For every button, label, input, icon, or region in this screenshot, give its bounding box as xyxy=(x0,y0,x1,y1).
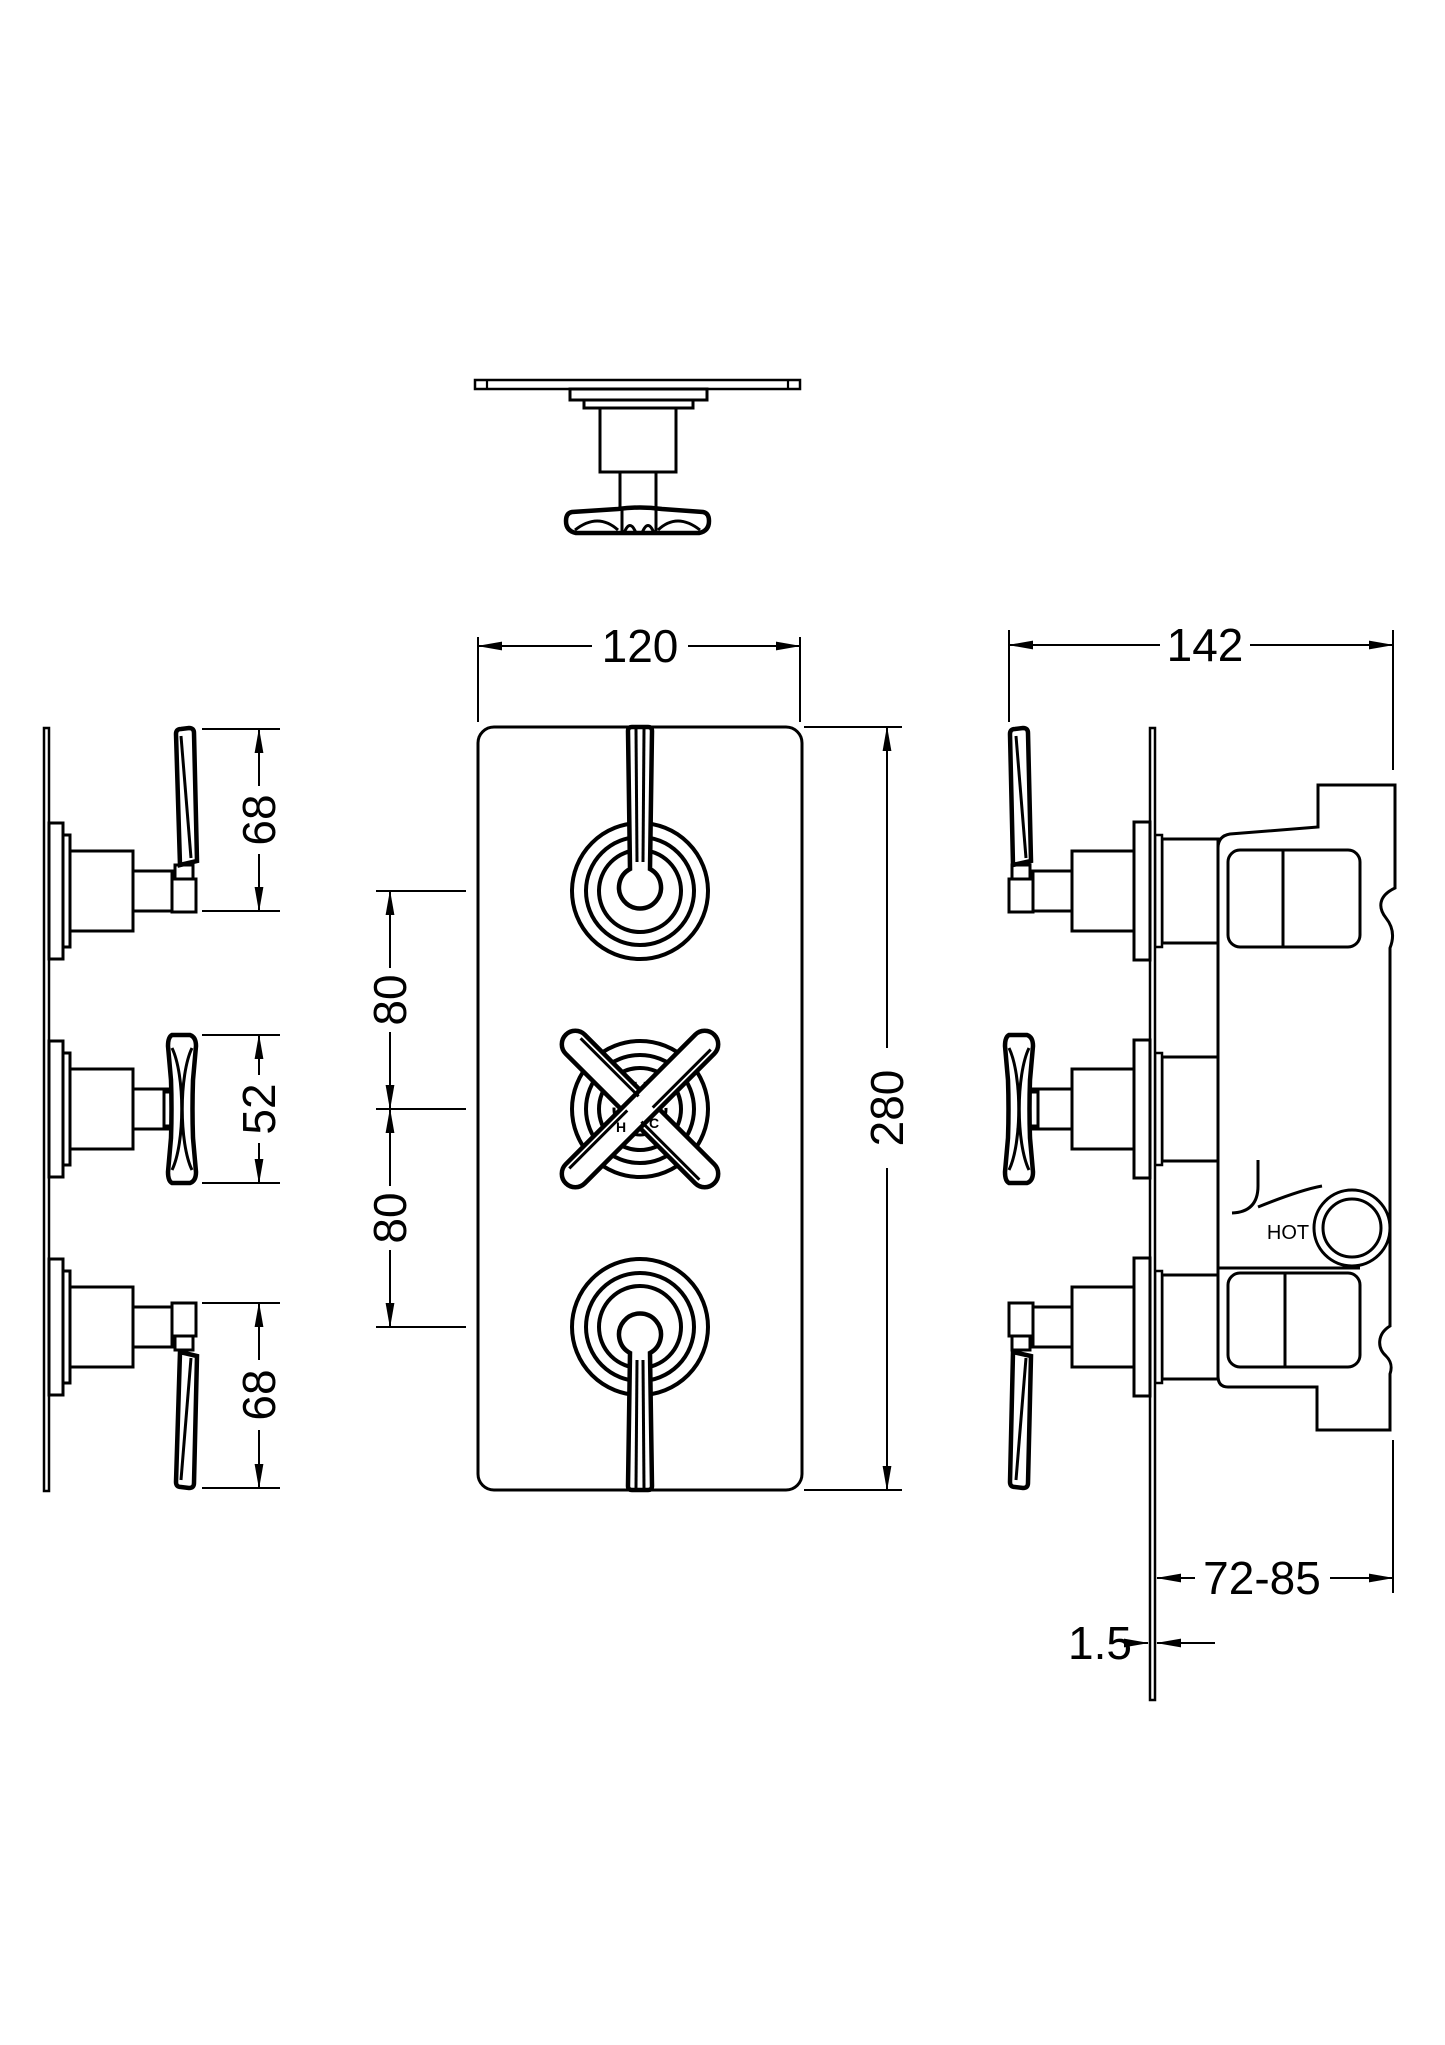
right-view-top-control xyxy=(1007,725,1152,962)
front-bottom-lever-handle xyxy=(616,1311,664,1493)
left-view-middle-body xyxy=(47,1032,199,1186)
dim-upper-spacing-label: 80 xyxy=(364,974,416,1025)
dim-lower-spacing-label: 80 xyxy=(364,1192,416,1243)
front-middle-control: H C xyxy=(559,1028,721,1190)
right-view-bottom-housing xyxy=(1160,1273,1220,1381)
dim-bottom-handle-label: 68 xyxy=(233,1369,285,1420)
front-temp-indicator-arc xyxy=(612,1081,668,1137)
dim-overall-depth: 142 xyxy=(1008,619,1394,770)
right-view-top-housing xyxy=(1160,837,1220,945)
hot-label: HOT xyxy=(1267,1222,1309,1244)
dim-top-handle-label: 68 xyxy=(233,794,285,845)
right-side-view: HOT xyxy=(1002,619,1397,1702)
left-view-bottom-body xyxy=(47,1257,200,1491)
right-view-middle-control xyxy=(1002,1032,1152,1186)
dim-middle-handle: 52 xyxy=(202,1034,285,1184)
dim-plate-thickness: 1.5 xyxy=(1068,1617,1215,1669)
front-cross-handle-details xyxy=(568,1037,712,1181)
right-view-valve-details xyxy=(1218,1160,1360,1270)
top-view-cross-handle xyxy=(563,505,712,536)
top-view xyxy=(473,378,802,536)
right-view-bottom-control xyxy=(1007,1256,1152,1491)
front-cross-handle-bar-b xyxy=(559,1028,721,1190)
right-view-middle-housing xyxy=(1160,1055,1220,1163)
front-bottom-control xyxy=(570,1257,710,1493)
dim-middle-handle-label: 52 xyxy=(233,1083,285,1134)
dim-plate-height: 280 xyxy=(804,726,913,1491)
dim-install-depth-label: 72-85 xyxy=(1203,1552,1321,1604)
dim-top-handle: 68 xyxy=(202,728,285,912)
right-view-bottom-cartridge xyxy=(1226,1271,1362,1369)
front-view: H C 120 80 xyxy=(364,620,913,1493)
right-view-wall-plate xyxy=(1148,726,1157,1702)
dim-plate-width-label: 120 xyxy=(602,620,679,672)
dim-plate-height-label: 280 xyxy=(861,1070,913,1147)
dim-bottom-handle: 68 xyxy=(202,1302,285,1489)
dim-plate-width: 120 xyxy=(477,620,801,722)
front-top-control xyxy=(570,724,710,961)
dim-overall-depth-label: 142 xyxy=(1167,619,1244,671)
hot-indicator-label: H xyxy=(616,1119,626,1135)
right-view-top-cartridge xyxy=(1226,848,1362,949)
dim-plate-thickness-label: 1.5 xyxy=(1068,1617,1132,1669)
top-view-stem xyxy=(618,470,658,510)
top-view-flange-outer xyxy=(568,387,709,402)
top-view-handle-details xyxy=(574,509,701,534)
dim-handle-spacing: 80 80 xyxy=(364,890,466,1328)
dim-install-depth: 72-85 xyxy=(1156,1440,1394,1604)
front-top-lever-handle xyxy=(616,724,664,911)
top-view-body xyxy=(598,406,678,474)
left-side-view: 68 52 68 xyxy=(42,725,285,1493)
right-view-hot-inlet-port xyxy=(1312,1188,1392,1268)
front-bottom-lever-details xyxy=(634,1359,646,1489)
cold-indicator-label: C xyxy=(649,1115,659,1131)
front-top-lever-details xyxy=(634,728,646,863)
left-view-top-body xyxy=(47,725,200,961)
